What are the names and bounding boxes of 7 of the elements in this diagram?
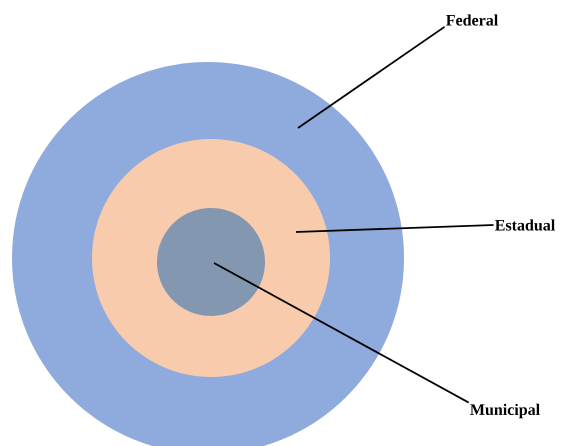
leader-line	[214, 262, 470, 404]
label: Estadual	[495, 219, 555, 231]
label: Federal	[446, 14, 498, 26]
leader-line	[297, 26, 446, 129]
circle	[157, 208, 265, 316]
leader-line	[296, 224, 494, 233]
label: Municipal	[470, 404, 540, 418]
